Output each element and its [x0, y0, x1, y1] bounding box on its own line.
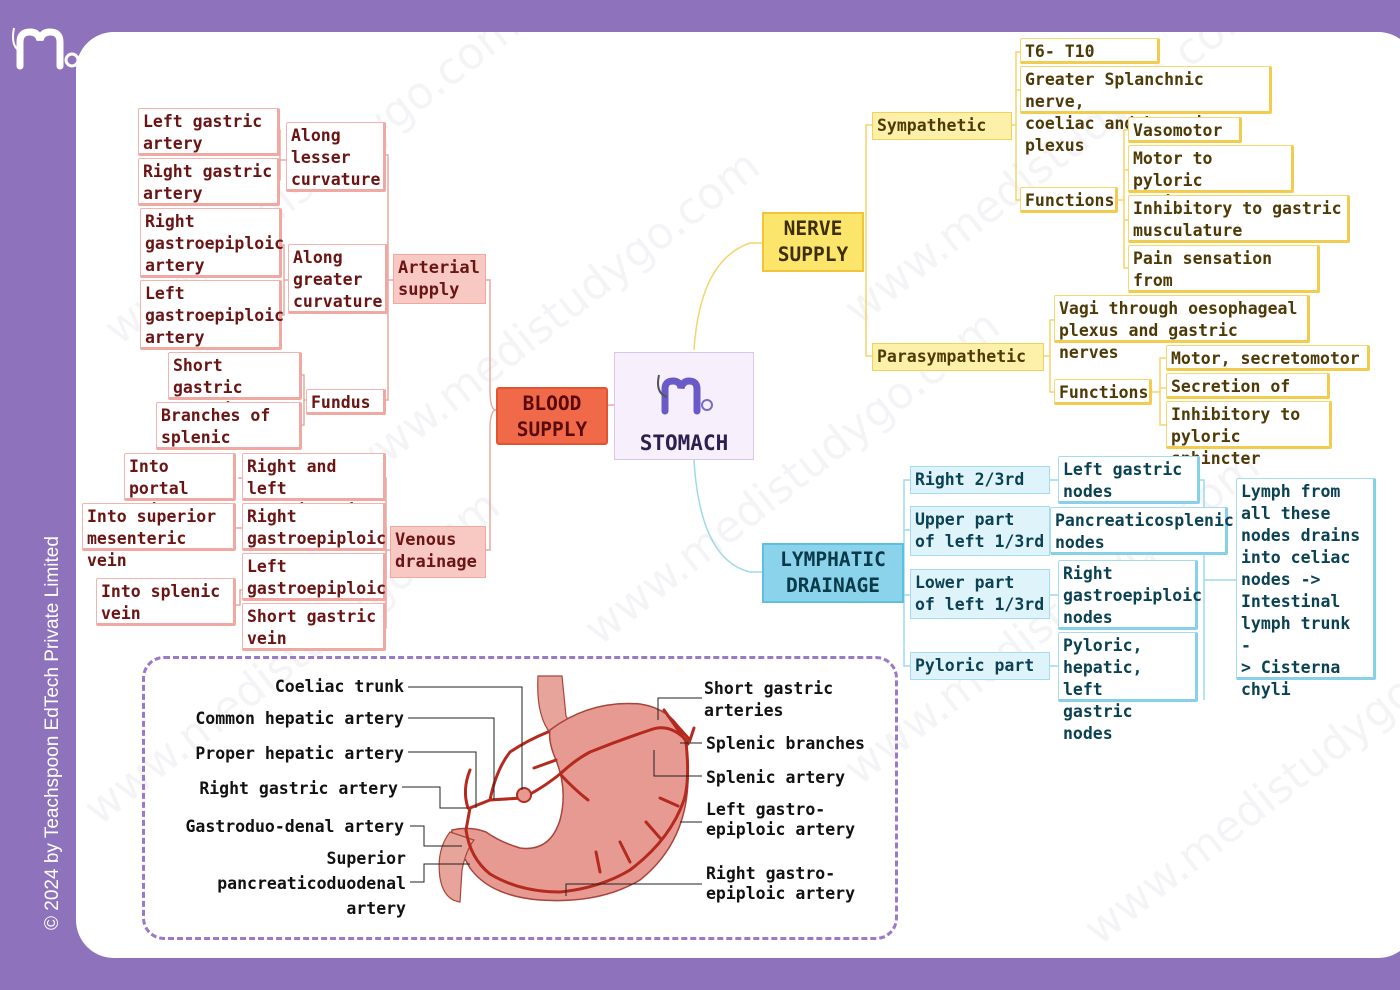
coeliac-trunk-marker	[516, 787, 532, 803]
right-gastroepiploic-label: Right gastro- epiploic artery	[706, 864, 856, 903]
splenic-artery-label: Splenic artery	[706, 768, 846, 787]
secretomotor-function: Motor, secretomotor	[1166, 345, 1370, 371]
figure-frame	[142, 656, 898, 940]
left-gastroepiploic-artery: Left gastroepiploic artery	[140, 280, 284, 350]
superior-pancreaticoduodenal-label: Superior pancreaticoduodenal artery	[217, 849, 406, 918]
left-gastroepiploic-vein: Left gastroepiploic	[242, 553, 386, 601]
vagi-nerves: Vagi through oesophageal plexus and gast…	[1054, 295, 1310, 362]
common-hepatic-artery-label: Common hepatic artery	[195, 709, 404, 728]
left-gastric-nodes: Left gastric nodes	[1058, 456, 1200, 504]
right-gastroepiploic-artery: Right gastroepiploic artery	[140, 208, 284, 278]
pyloric-inhibitory-function: Inhibitory to pyloric sphincter	[1166, 401, 1332, 468]
gastroduodenal-artery-label: Gastroduo-denal artery	[185, 817, 404, 836]
lymph-region-right: Right 2/3rd	[910, 466, 1050, 494]
sympathetic-node: Sympathetic	[872, 112, 1012, 140]
pain-sensation-function: Pain sensation from stomach	[1128, 245, 1320, 312]
center-title: STOMACH	[639, 431, 729, 455]
superior-mesenteric-vein-target: Into superior mesenteric vein	[82, 503, 236, 570]
right-gastric-artery: Right gastric artery	[138, 158, 280, 206]
right-gastroepiploic-nodes: Right gastroepiploic nodes	[1058, 560, 1202, 630]
arterial-supply-node: Arterial supply	[393, 254, 486, 304]
short-gastric-vein: Short gastric vein	[242, 603, 386, 651]
lesser-curvature-node: Along lesser curvature	[286, 122, 386, 192]
right-gastric-artery-label: Right gastric artery	[199, 779, 398, 798]
parasympathetic-node: Parasympathetic	[872, 343, 1044, 371]
venous-drainage-node: Venous drainage	[390, 526, 486, 578]
short-gastric-arteries: Short gastric arteries	[168, 352, 302, 419]
splenic-vein-target: Into splenic vein	[96, 578, 236, 626]
coeliac-trunk-label: Coeliac trunk	[274, 677, 404, 696]
left-gastroepiploic-label: Left gastro- epiploic artery	[706, 800, 856, 839]
lymph-summary-node: Lymph from all these nodes drains into c…	[1236, 478, 1376, 699]
lymphatic-drainage-node: LYMPHATIC DRAINAGE	[762, 543, 904, 603]
vasomotor-function: Vasomotor	[1128, 117, 1242, 143]
splenic-artery-branches: Branches of splenic artery	[156, 402, 302, 469]
pyloric-hepatic-nodes: Pyloric, hepatic, left gastric nodes	[1058, 632, 1198, 743]
short-gastric-arteries-label: Short gastric arteries	[704, 679, 834, 720]
lymph-region-pyloric: Pyloric part	[910, 652, 1050, 680]
proper-hepatic-artery-label: Proper hepatic artery	[195, 744, 404, 763]
sympathetic-functions-node: Functions	[1020, 187, 1118, 213]
blood-supply-node: BLOOD SUPPLY	[496, 387, 608, 445]
lymph-region-lower-left: Lower part of left 1/3rd	[910, 569, 1050, 619]
splenic-branches-label: Splenic branches	[706, 734, 865, 753]
center-node: STOMACH	[614, 352, 754, 460]
brand-logo-icon	[657, 374, 713, 415]
right-gastroepiploic-vein: Right gastroepiploic	[242, 503, 386, 551]
parasympathetic-functions-node: Functions	[1054, 379, 1152, 405]
pancreaticosplenic-nodes: Pancreaticosplenic nodes	[1050, 507, 1234, 555]
gastric-inhibitory-function: Inhibitory to gastric musculature	[1128, 195, 1350, 243]
lymph-region-upper-left: Upper part of left 1/3rd	[910, 506, 1050, 556]
fundus-node: Fundus	[306, 389, 386, 415]
duodenum-shape	[438, 831, 476, 903]
left-gastric-artery: Left gastric artery	[138, 108, 280, 156]
greater-curvature-node: Along greater curvature	[288, 244, 388, 314]
nerve-supply-node: NERVE SUPPLY	[762, 212, 864, 272]
sympathetic-segment: T6- T10	[1020, 38, 1160, 64]
